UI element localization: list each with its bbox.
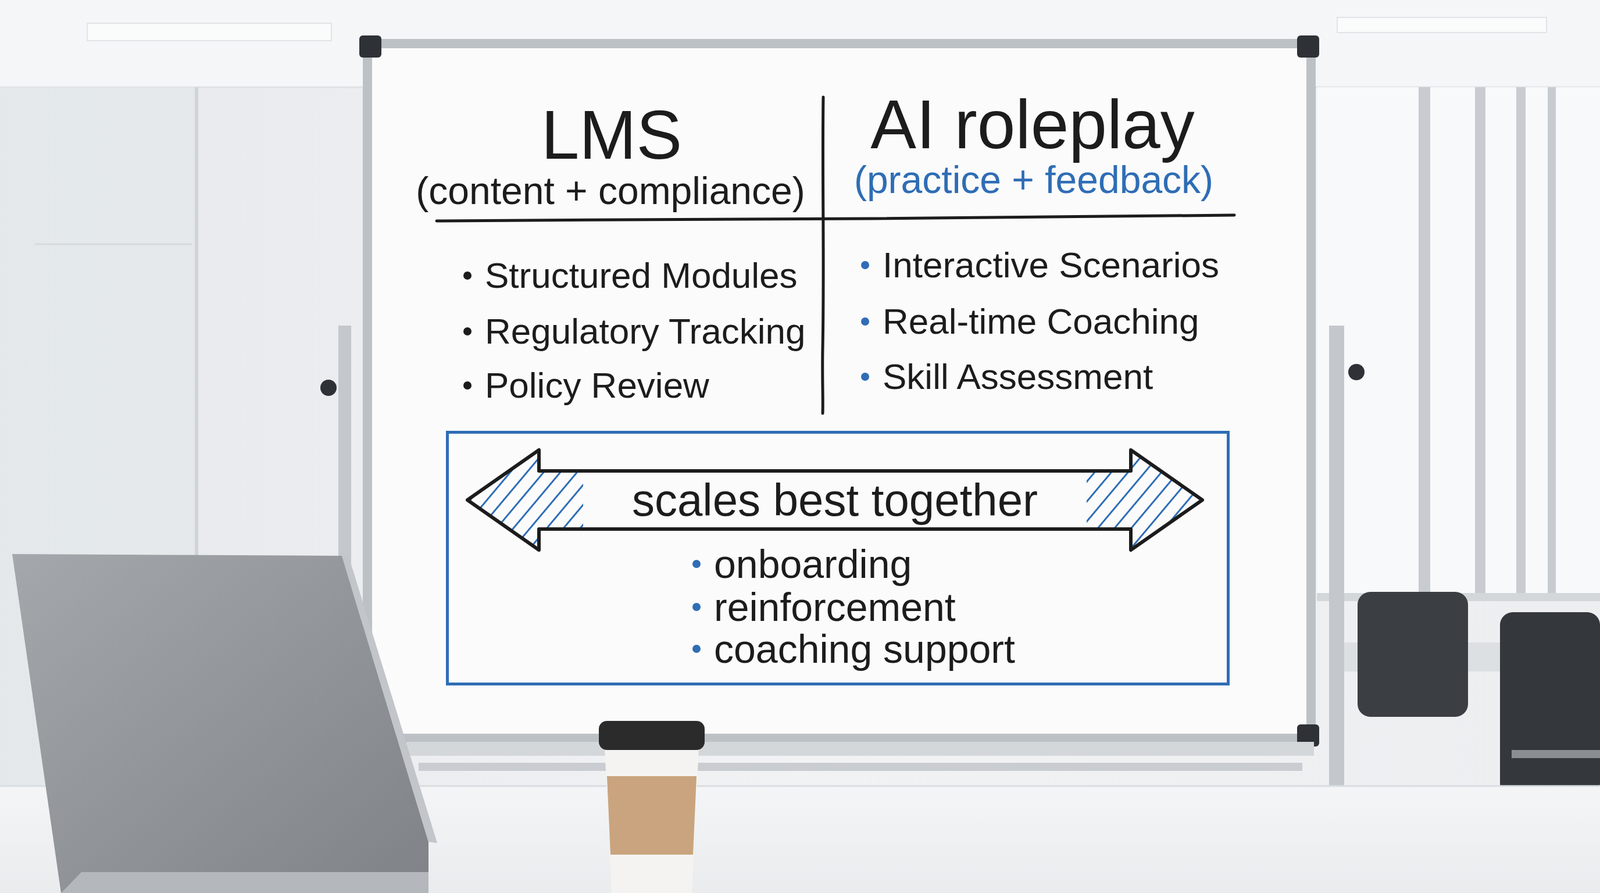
whiteboard-part [367,43,1312,739]
glass-partition-part [34,243,192,246]
bullet-dot [692,602,701,612]
column-subheading: (content + compliance) [415,171,806,210]
whiteboard-part [359,35,382,58]
whiteboard-part [1297,35,1320,58]
arrow-hatching [1086,450,1203,550]
whiteboard-part [418,762,1303,771]
wall-part [87,23,332,41]
bullet-dot [463,381,472,390]
list-item: coaching support [713,629,1016,669]
meeting-table [1337,591,1600,797]
wall-part [1337,17,1547,33]
coffee-cup-part [598,720,705,750]
coffee-cup [598,720,705,893]
meeting-table-part [1500,612,1600,797]
bullet-dot [463,327,472,336]
arrow-outline [467,450,1203,550]
bullet-dot [463,271,472,280]
summary-box: onboardingreinforcementcoaching support s… [445,430,1230,686]
window-part [1516,87,1526,599]
window-part [1418,87,1431,599]
meeting-table-part [1511,750,1600,759]
window [1316,87,1600,602]
whiteboard [359,35,1320,771]
whiteboard-part [406,741,1314,756]
arrow-fill [467,450,1203,550]
t-chart-lines-part [822,97,824,414]
list-item: Policy Review [484,367,710,404]
laptop-part [341,555,438,844]
coffee-cup-part [604,747,699,893]
meeting-table-part [1357,591,1469,717]
list-item: Real-time Coaching [882,303,1199,340]
double-arrow: scales best together [463,446,1206,554]
arrow-hatching [467,450,584,550]
bullet-dot [861,261,870,270]
t-chart-lines-part [436,215,1235,221]
laptop-part [61,872,429,893]
bullet-dot [692,559,701,569]
bullet-dot [692,644,701,653]
bullet-dot [861,317,870,326]
list-item: Regulatory Tracking [484,313,806,350]
coffee-cup-part [606,776,697,855]
laptop [12,554,438,893]
column-heading: AI roleplay [870,90,1195,159]
arrow-label: scales best together [628,477,1042,523]
list-item: Skill Assessment [882,358,1153,395]
list-item: reinforcement [713,587,956,627]
window-part [1316,87,1600,599]
whiteboard-stand-part [1348,363,1365,381]
column-subheading: (practice + feedback) [854,160,1214,199]
column-heading: LMS [541,100,683,170]
list-item: Structured Modules [484,257,798,294]
bullet-dot [861,372,870,381]
list-item: onboarding [713,544,912,584]
whiteboard-stand-part [1329,325,1345,803]
whiteboard-stand-part [320,379,337,396]
laptop-part [12,554,429,893]
window-part [1547,87,1556,599]
list-item: Interactive Scenarios [882,247,1220,284]
window-part [1475,87,1486,599]
